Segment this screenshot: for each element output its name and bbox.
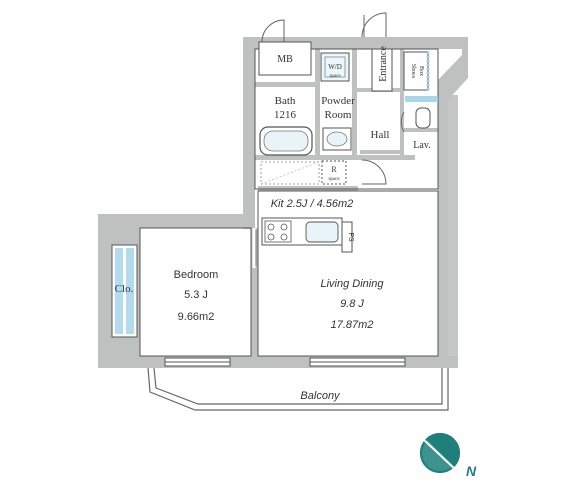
box-label: Box <box>418 66 424 76</box>
wd-space <box>320 52 350 82</box>
balcony <box>147 367 449 411</box>
compass-icon <box>420 433 460 473</box>
mb-box <box>258 41 312 76</box>
r-space <box>321 160 347 185</box>
living-size-j: 9.8 J <box>340 298 364 310</box>
compass-north-label: N <box>466 463 477 479</box>
lav-glazing <box>405 96 438 102</box>
entrance-label: Entrance <box>378 46 389 82</box>
sink <box>305 221 339 243</box>
entrance-box <box>371 48 393 92</box>
kitchen-label: Kit 2.5J / 4.56m2 <box>271 198 354 210</box>
powder-label: Powder <box>321 95 355 107</box>
r-label: R <box>331 165 337 174</box>
lav-door <box>400 111 405 133</box>
stove <box>264 220 292 243</box>
r-sub-label: space <box>328 177 340 182</box>
shoes-box <box>403 51 429 91</box>
bedroom-size-m2: 9.66m2 <box>178 311 215 323</box>
entrance-door <box>361 12 387 38</box>
wd-label: W/D <box>328 63 342 71</box>
living-size-m2: 17.87m2 <box>331 319 374 331</box>
bath-label: Bath <box>275 95 296 107</box>
mb-label: MB <box>277 54 293 65</box>
hall-label: Hall <box>371 129 390 141</box>
ps-box <box>341 221 353 253</box>
wd-sub-label: space <box>329 74 341 79</box>
hall-door <box>361 159 387 185</box>
room-outlines <box>139 48 439 357</box>
living-label: Living Dining <box>321 278 385 290</box>
windows <box>164 357 406 367</box>
closet-label: Clo. <box>115 283 134 295</box>
powder-room-label: Room <box>325 109 352 121</box>
closet-storage <box>111 244 138 338</box>
bedroom-size-j: 5.3 J <box>184 289 208 301</box>
balcony-label: Balcony <box>300 390 341 402</box>
upper-cabinet <box>260 161 320 185</box>
lav-label: Lav. <box>413 140 430 151</box>
shoes-label: Shoes <box>410 64 416 79</box>
bath-size-label: 1216 <box>274 109 297 121</box>
ps-label: PS <box>347 232 354 242</box>
bedroom-label: Bedroom <box>174 269 219 281</box>
mb-door <box>261 19 285 43</box>
